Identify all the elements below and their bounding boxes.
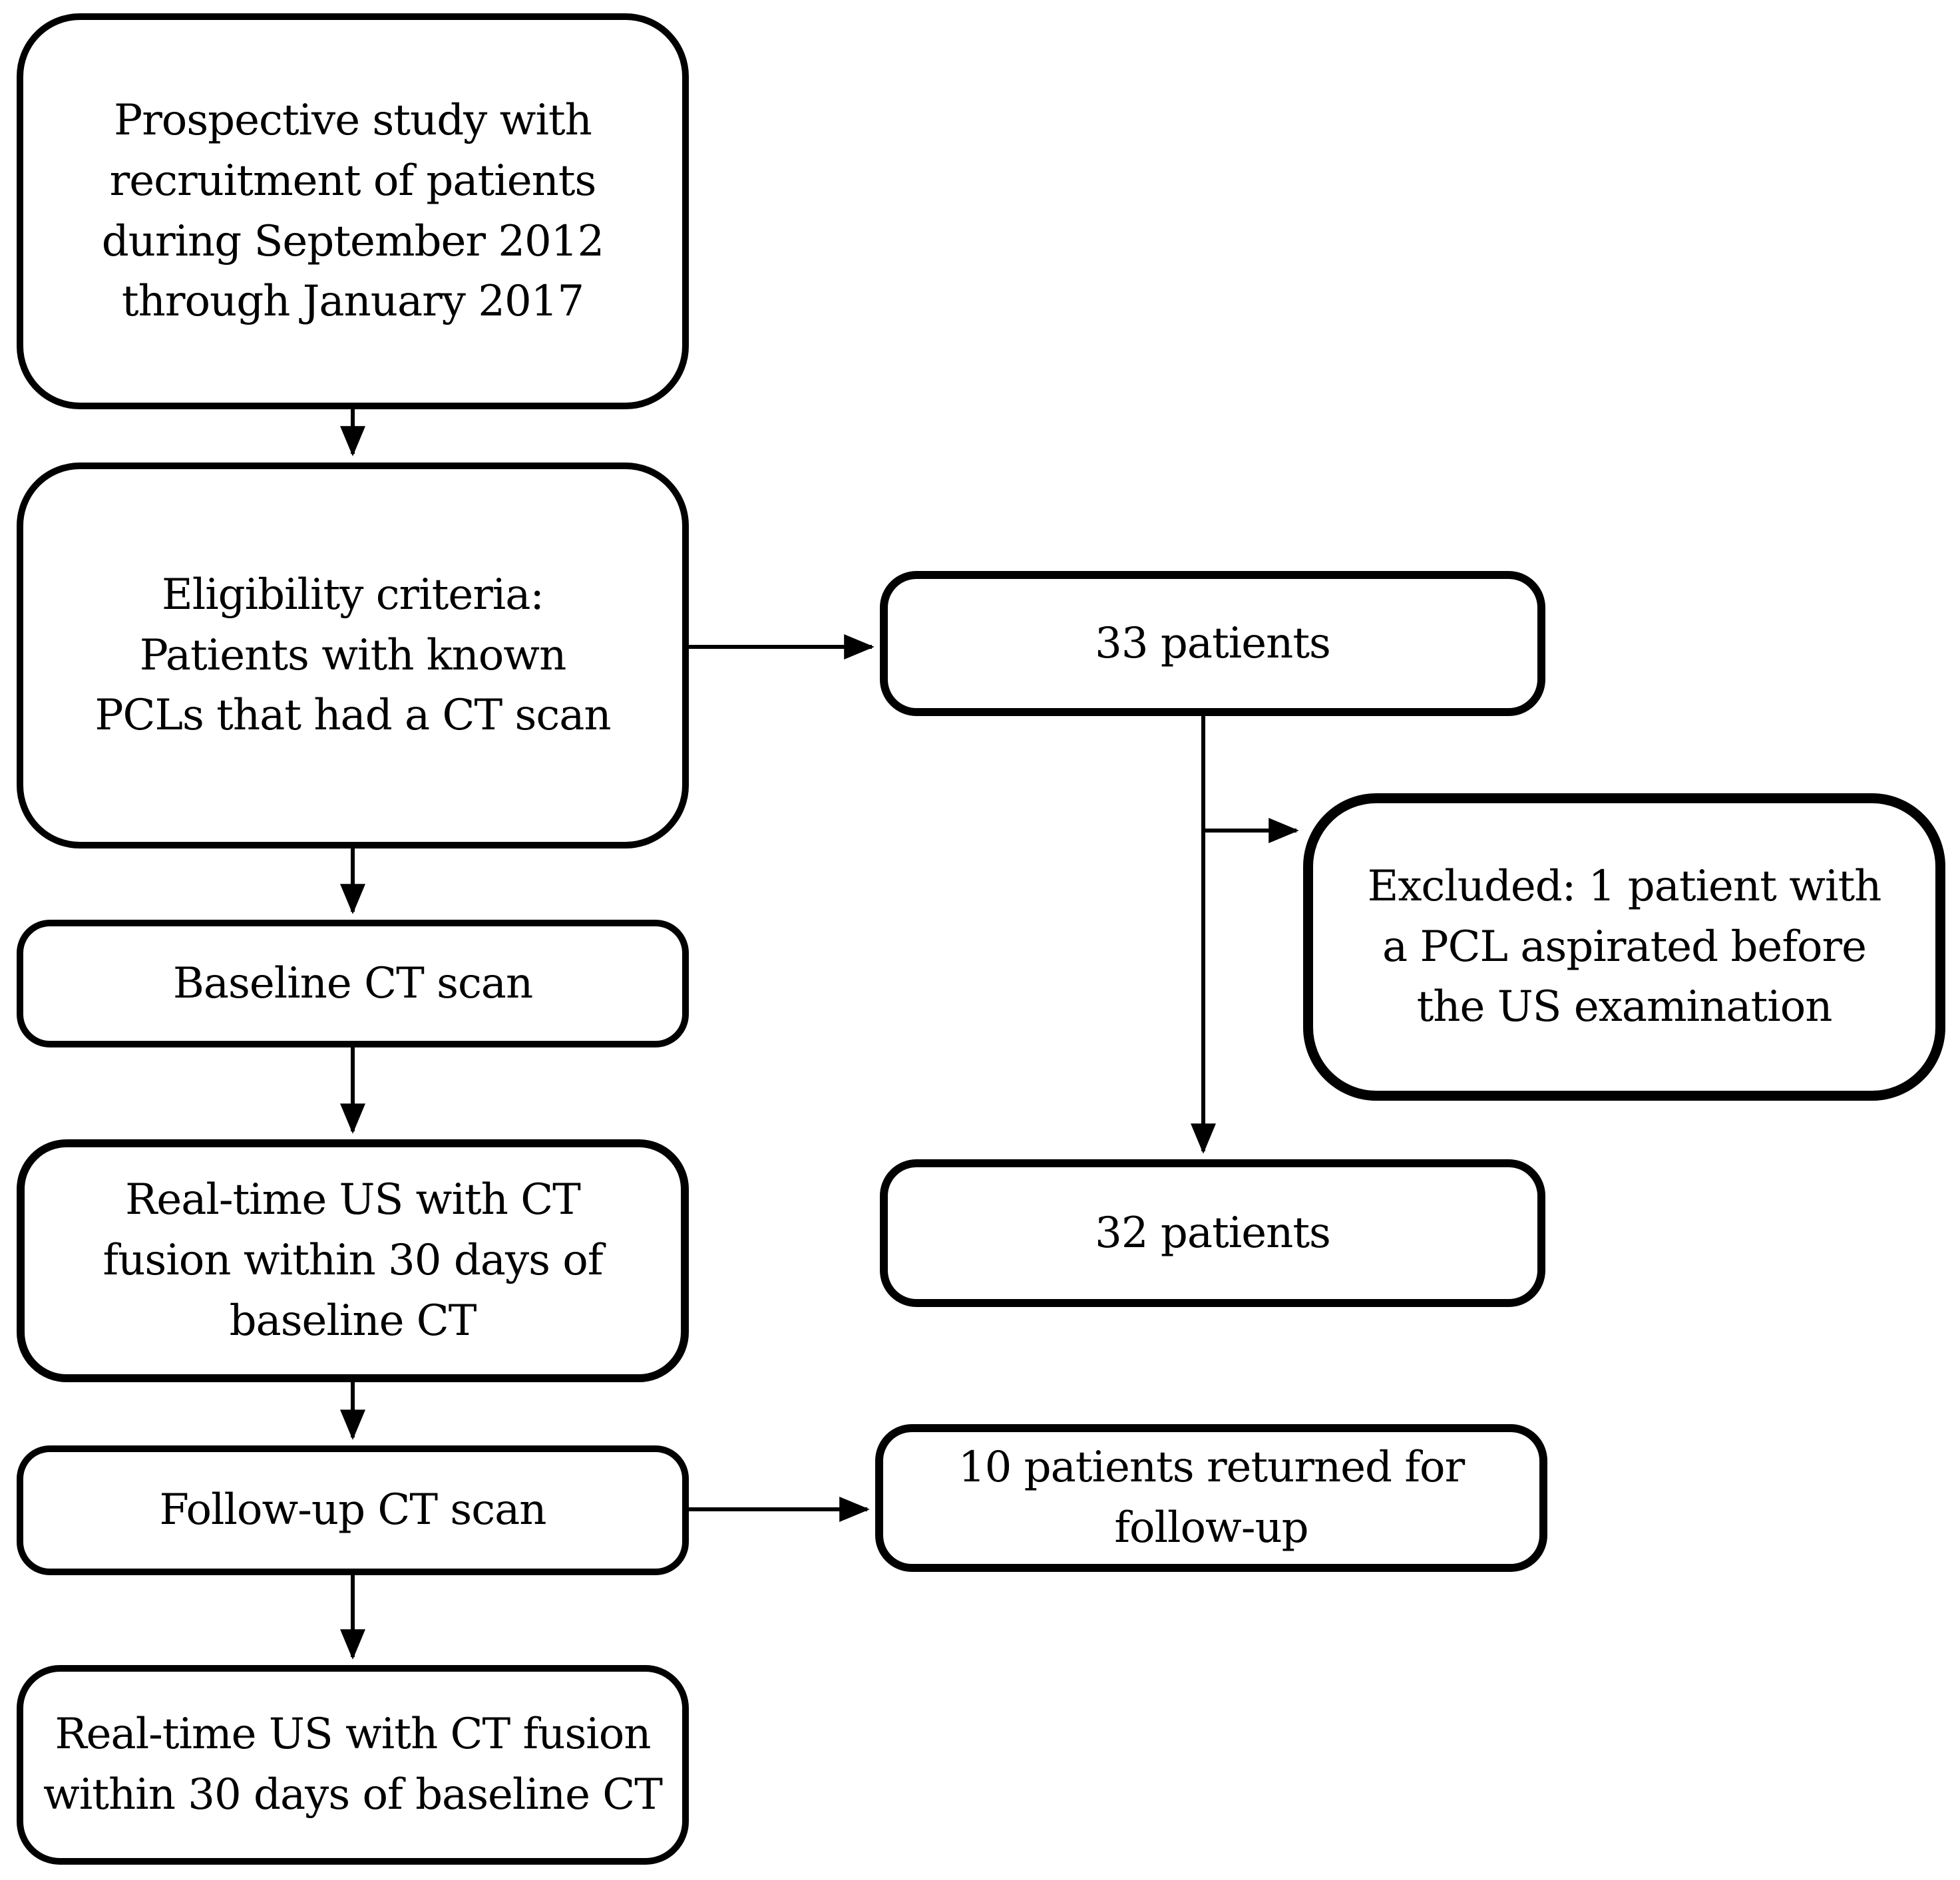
node-realtime-us-baseline: Real-time US with CT fusion within 30 da… [17,1139,689,1382]
node-33-patients: 33 patients [880,571,1545,716]
node-baseline-ct-scan: Baseline CT scan [17,920,689,1047]
node-realtime-us-followup: Real-time US with CT fusion within 30 da… [17,1665,689,1865]
node-followup-ct-scan-label: Follow-up CT scan [159,1485,547,1535]
node-baseline-ct-scan-label: Baseline CT scan [172,958,533,1008]
node-excluded-patient: Excluded: 1 patient with a PCL aspirated… [1303,793,1945,1101]
node-followup-ct-scan: Follow-up CT scan [17,1445,689,1575]
node-eligibility-criteria: Eligibility criteria: Patients with know… [17,463,689,848]
node-32-patients: 32 patients [880,1159,1545,1307]
node-prospective-study: Prospective study with recruitment of pa… [17,13,689,409]
node-prospective-study-label: Prospective study with recruitment of pa… [101,95,604,327]
node-excluded-patient-label: Excluded: 1 patient with a PCL aspirated… [1367,861,1882,1032]
node-10-patients-followup-label: 10 patients returned for follow-up [958,1443,1465,1553]
node-eligibility-criteria-label: Eligibility criteria: Patients with know… [95,570,611,741]
node-realtime-us-followup-label: Real-time US with CT fusion within 30 da… [43,1710,663,1819]
node-33-patients-label: 33 patients [1095,618,1331,668]
node-realtime-us-baseline-label: Real-time US with CT fusion within 30 da… [102,1175,604,1346]
node-32-patients-label: 32 patients [1095,1208,1331,1258]
node-10-patients-followup: 10 patients returned for follow-up [875,1424,1547,1572]
